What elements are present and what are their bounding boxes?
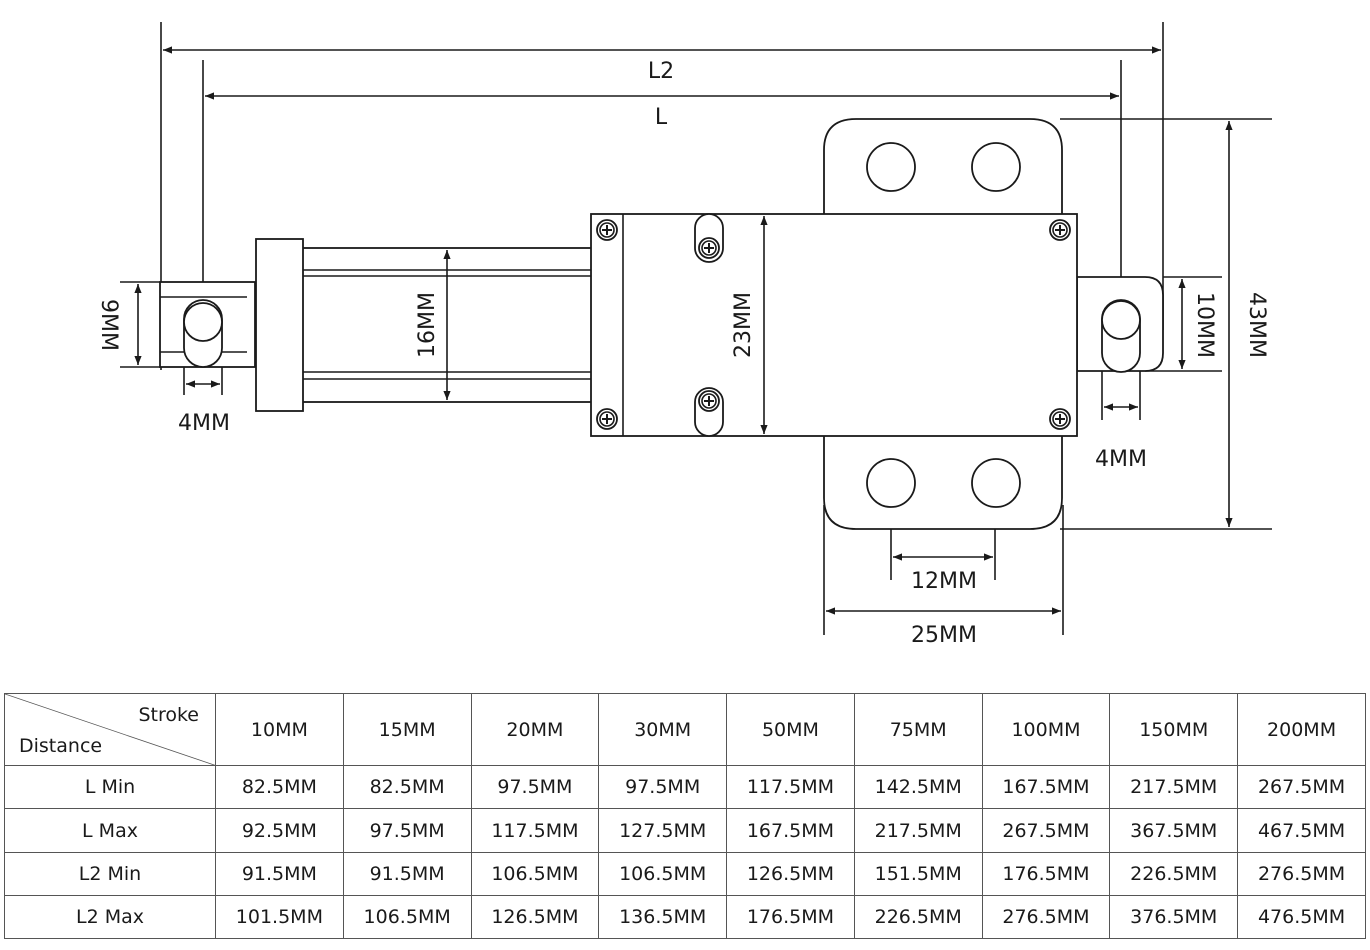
table-cell: 167.5MM (726, 808, 855, 853)
corner-stroke-label: Stroke (138, 704, 199, 726)
rear-clevis (1076, 276, 1164, 373)
table-cell: 142.5MM (853, 765, 983, 810)
row-label: L Max (4, 808, 216, 853)
table-cell: 126.5MM (470, 894, 600, 940)
row-label: L Min (4, 765, 216, 810)
table-cell: 106.5MM (342, 894, 472, 940)
stroke-header: 15MM (342, 692, 472, 767)
table-cell: 117.5MM (726, 765, 855, 810)
screw-icons (596, 219, 1071, 430)
table-cell: 82.5MM (215, 765, 344, 810)
extension-lines (120, 22, 1272, 635)
table-header-row: Stroke Distance 10MM 15MM 20MM 30MM 50MM… (4, 692, 1366, 767)
dim-label-bracket-height: 43MM (1244, 292, 1269, 358)
dim-label-right-hole: 4MM (1095, 447, 1147, 472)
dim-label-bracket-width: 25MM (911, 623, 977, 648)
stroke-header: 200MM (1237, 692, 1366, 767)
screw-icon (698, 390, 720, 412)
row-label: L2 Min (4, 851, 216, 896)
table-cell: 276.5MM (981, 894, 1111, 940)
screw-icon (596, 219, 618, 241)
screw-icon (596, 408, 618, 430)
stroke-header: 75MM (853, 692, 983, 767)
table-cell: 106.5MM (470, 851, 600, 896)
dim-label-l: L (655, 105, 668, 130)
table-cell: 467.5MM (1237, 808, 1366, 853)
screw-icon (1049, 219, 1071, 241)
table-cell: 97.5MM (598, 765, 728, 810)
dim-label-l2: L2 (648, 59, 674, 84)
table-cell: 117.5MM (470, 808, 600, 853)
table-cell: 136.5MM (598, 894, 728, 940)
table-cell: 82.5MM (342, 765, 472, 810)
table-cell: 267.5MM (981, 808, 1111, 853)
motor-body (590, 213, 1078, 437)
rod-end (159, 238, 304, 412)
corner-distance-label: Distance (19, 735, 103, 758)
table-cell: 151.5MM (853, 851, 983, 896)
table-cell: 97.5MM (342, 808, 472, 853)
table-cell: 176.5MM (981, 851, 1111, 896)
stroke-header: 30MM (598, 692, 728, 767)
table-corner-cell: Stroke Distance (4, 692, 216, 767)
table-row: L Max 92.5MM 97.5MM 117.5MM 127.5MM 167.… (4, 808, 1366, 853)
table-cell: 376.5MM (1109, 894, 1239, 940)
screw-icon (1049, 408, 1071, 430)
table-cell: 91.5MM (215, 851, 344, 896)
dim-label-left-hole: 4MM (178, 411, 230, 436)
table-cell: 367.5MM (1109, 808, 1239, 853)
table-cell: 267.5MM (1237, 765, 1366, 810)
table-cell: 92.5MM (215, 808, 344, 853)
dim-label-rod-height: 16MM (415, 292, 440, 358)
mounting-bracket (823, 118, 1063, 530)
dim-label-right-height: 10MM (1192, 292, 1217, 358)
table-cell: 97.5MM (470, 765, 600, 810)
table-cell: 126.5MM (726, 851, 855, 896)
dimension-lines (134, 46, 1233, 615)
bracket-hole (866, 458, 916, 508)
table-row: L Min 82.5MM 82.5MM 97.5MM 97.5MM 117.5M… (4, 765, 1366, 810)
table-cell: 167.5MM (981, 765, 1111, 810)
bracket-hole (971, 142, 1021, 192)
stroke-header: 50MM (726, 692, 855, 767)
table-cell: 476.5MM (1237, 894, 1366, 940)
table-cell: 106.5MM (598, 851, 728, 896)
table-cell: 226.5MM (1109, 851, 1239, 896)
stroke-table: Stroke Distance 10MM 15MM 20MM 30MM 50MM… (4, 692, 1366, 940)
table-row: L2 Min 91.5MM 91.5MM 106.5MM 106.5MM 126… (4, 851, 1366, 896)
bracket-hole (866, 142, 916, 192)
dim-label-hole-spacing: 12MM (911, 569, 977, 594)
actuator-drawing: L2 L 4MM 4MM 12MM 25MM 9MM 16MM 23MM 10M… (96, 22, 1272, 648)
dim-label-body-height: 23MM (731, 292, 756, 358)
table-cell: 101.5MM (215, 894, 344, 940)
table-cell: 217.5MM (1109, 765, 1239, 810)
table-cell: 91.5MM (342, 851, 472, 896)
table-row: L2 Max 101.5MM 106.5MM 126.5MM 136.5MM 1… (4, 894, 1366, 940)
row-label: L2 Max (4, 894, 216, 940)
screw-icon (698, 237, 720, 259)
stroke-header: 100MM (981, 692, 1111, 767)
table-cell: 176.5MM (726, 894, 855, 940)
stroke-header: 20MM (470, 692, 600, 767)
bracket-hole (971, 458, 1021, 508)
stroke-header: 10MM (215, 692, 344, 767)
dim-label-left-height: 9MM (96, 299, 121, 351)
table-cell: 127.5MM (598, 808, 728, 853)
table-cell: 276.5MM (1237, 851, 1366, 896)
stroke-header: 150MM (1109, 692, 1239, 767)
table-cell: 217.5MM (853, 808, 983, 853)
table-cell: 226.5MM (853, 894, 983, 940)
